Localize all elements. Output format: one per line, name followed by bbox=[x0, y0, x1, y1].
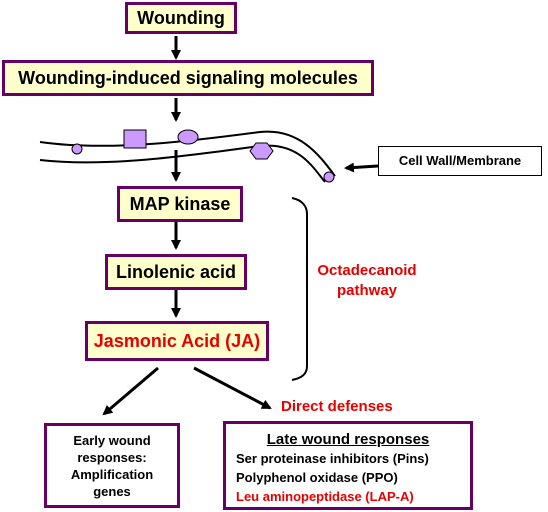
octadecanoid-pathway-label: Octadecanoid pathway bbox=[312, 261, 422, 301]
signaling-box: Wounding-induced signaling molecules bbox=[2, 60, 374, 96]
early-line3: Amplification bbox=[70, 467, 154, 482]
octadecanoid-bracket bbox=[291, 197, 308, 381]
jasmonic-acid-box: Jasmonic Acid (JA) bbox=[85, 321, 269, 361]
map-kinase-label: MAP kinase bbox=[129, 193, 231, 214]
linolenic-acid-label: Linolenic acid bbox=[115, 261, 237, 282]
wounding-label: Wounding bbox=[137, 7, 225, 28]
early-wound-responses-box: Early wound responses: Amplification gen… bbox=[44, 423, 180, 508]
late-item-ppo: Polyphenol oxidase (PPO) bbox=[236, 470, 398, 485]
cell-wall-label: Cell Wall/Membrane bbox=[398, 153, 522, 168]
membrane-protein-square bbox=[123, 129, 147, 149]
late-item-pins: Ser proteinase inhibitors (Pins) bbox=[236, 451, 429, 466]
early-line1: Early wound bbox=[73, 433, 151, 448]
jasmonic-acid-label: Jasmonic Acid (JA) bbox=[93, 330, 261, 351]
late-title: Late wound responses bbox=[266, 431, 430, 448]
arrow-jasmonic-to-early bbox=[102, 366, 159, 416]
membrane-protein-hexagon bbox=[249, 142, 274, 160]
direct-defenses-label: Direct defenses bbox=[281, 398, 393, 415]
late-wound-responses-box: Late wound responses Ser proteinase inhi… bbox=[223, 421, 473, 510]
octadecanoid-line2: pathway bbox=[336, 282, 397, 299]
map-kinase-box: MAP kinase bbox=[117, 186, 243, 222]
wounding-box: Wounding bbox=[125, 2, 237, 34]
late-item-lap-a: Leu aminopeptidase (LAP-A) bbox=[236, 489, 414, 504]
membrane-protein-small-left bbox=[71, 143, 83, 155]
membrane-protein-oval bbox=[177, 129, 199, 145]
linolenic-acid-box: Linolenic acid bbox=[105, 254, 247, 290]
arrow-cell-wall-label bbox=[344, 162, 379, 173]
membrane-protein-small-right bbox=[323, 171, 335, 183]
cell-membrane bbox=[39, 129, 336, 183]
early-line4: genes bbox=[93, 484, 131, 499]
cell-wall-label-box: Cell Wall/Membrane bbox=[378, 146, 542, 176]
octadecanoid-line1: Octadecanoid bbox=[317, 262, 417, 279]
arrow-jasmonic-to-late bbox=[193, 366, 272, 410]
early-line2: responses: bbox=[77, 450, 147, 465]
signaling-label: Wounding-induced signaling molecules bbox=[18, 67, 358, 88]
